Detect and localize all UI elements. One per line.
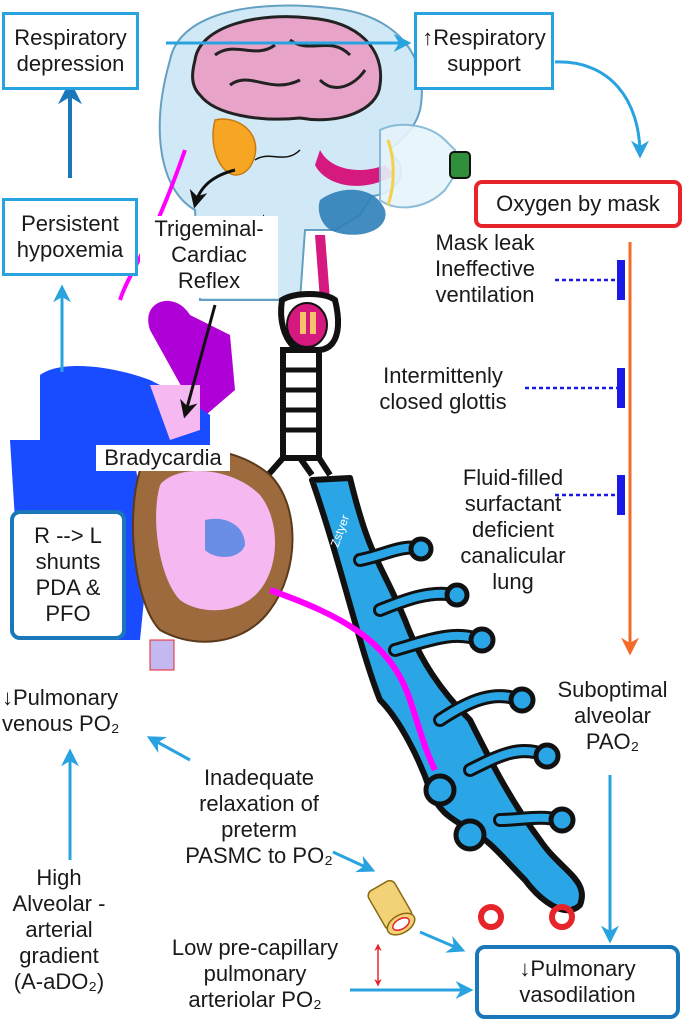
respiratory-support-box: ↑Respiratory support [414, 12, 554, 90]
persistent-hypoxemia-box: Persistent hypoxemia [2, 198, 138, 276]
pulmonary-vasodilation-box: ↓Pulmonary vasodilation [475, 945, 680, 1019]
trigeminal-cardiac-reflex-label: Trigeminal- Cardiac Reflex [140, 216, 278, 298]
inhibition-markers [525, 260, 625, 515]
low-precapillary-label: Low pre-capillary pulmonary arteriolar P… [171, 935, 339, 1012]
shunts-box: R --> L shunts PDA & PFO [10, 510, 126, 640]
red-capillaries [478, 904, 575, 930]
arteriole-illustration [367, 879, 416, 936]
inadequate-relaxation-label: Inadequate relaxation of preterm PASMC t… [185, 765, 333, 868]
mask-leak-label: Mask leak Ineffective ventilation [435, 230, 535, 307]
larynx-trachea [265, 291, 342, 477]
pulmonary-venous-po2-label: ↓Pulmonary venous PO₂ [2, 685, 120, 736]
bradycardia-label: Bradycardia [96, 445, 230, 471]
fluid-filled-lung-label: Fluid-filled surfactant deficient canali… [460, 465, 566, 594]
oxygen-by-mask-box: Oxygen by mask [474, 180, 682, 228]
closed-glottis-label: Intermittenly closed glottis [379, 363, 507, 414]
high-gradient-label: High Alveolar - arterial gradient (A-aDO… [12, 865, 106, 994]
suboptimal-alveolar-label: Suboptimal alveolar PAO₂ [557, 677, 668, 754]
connector-arrows [53, 34, 649, 999]
respiratory-depression-box: Respiratory depression [2, 12, 139, 90]
